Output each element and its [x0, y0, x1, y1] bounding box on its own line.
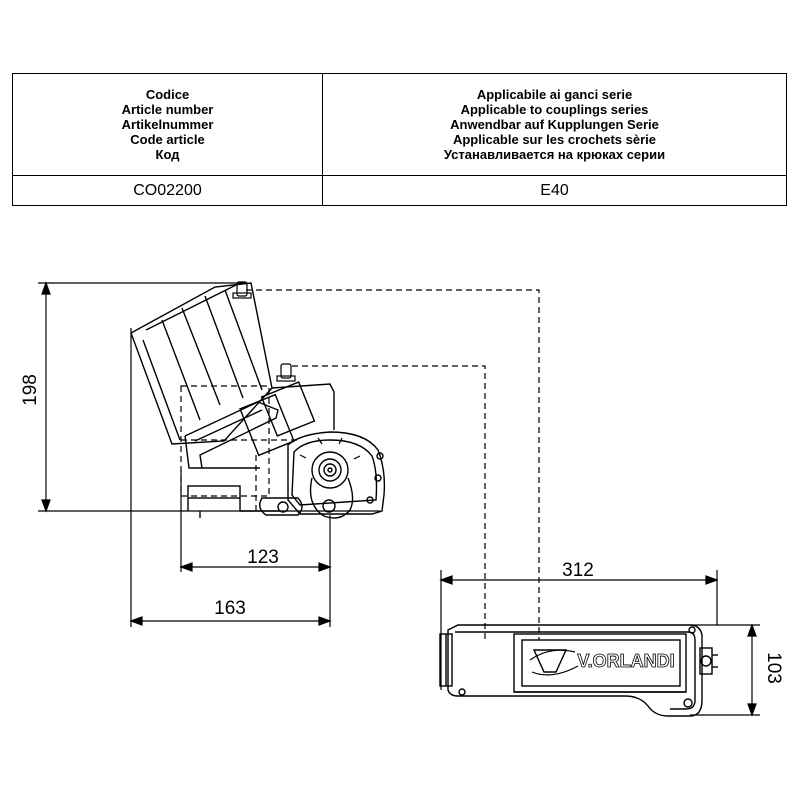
series-header-en: Applicable to couplings series — [460, 102, 649, 117]
spec-table: Codice Article number Artikelnummer Code… — [12, 73, 787, 206]
code-header-ru: Код — [155, 147, 180, 162]
series-header-de: Anwendbar auf Kupplungen Serie — [450, 117, 659, 132]
series-header-fr: Applicable sur les crochets sèrie — [452, 132, 657, 147]
series-header-it: Applicabile ai ganci serie — [476, 87, 633, 102]
brand-text: V.ORLANDI — [577, 651, 674, 671]
code-header-fr: Code article — [130, 132, 205, 147]
dim-123-label: 123 — [247, 547, 279, 568]
dim-312-label: 312 — [562, 560, 594, 581]
dim-198-label: 198 — [20, 374, 41, 406]
dim-103-label: 103 — [763, 652, 784, 684]
side-view — [38, 281, 540, 640]
brand-logo — [529, 649, 579, 676]
dim-163-label: 163 — [214, 598, 246, 619]
code-header-en: Article number — [121, 102, 214, 117]
code-header-de: Artikelnummer — [121, 117, 214, 132]
code-header-cell: Codice Article number Artikelnummer Code… — [12, 73, 323, 176]
series-header-ru: Устанавливается на крюках серии — [443, 147, 666, 162]
code-value: CO02200 — [12, 175, 323, 206]
code-header-it: Codice — [145, 87, 190, 102]
top-view — [439, 570, 760, 717]
series-value: E40 — [322, 175, 787, 206]
